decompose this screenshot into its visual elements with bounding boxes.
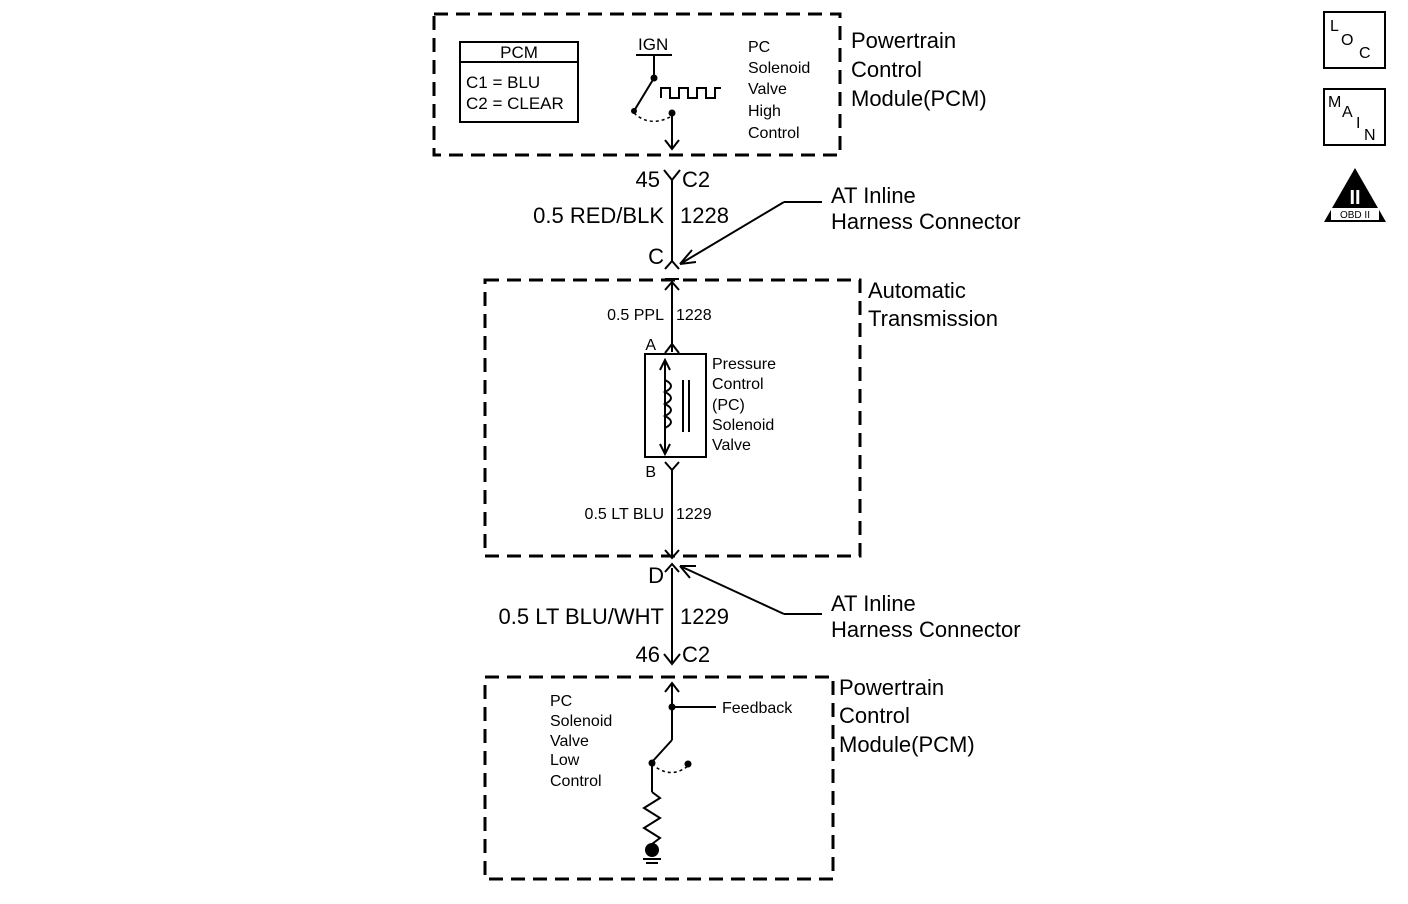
pcm-top-title: Powertrain Control Module(PCM) xyxy=(851,28,987,111)
svg-text:O: O xyxy=(1341,32,1353,49)
loc-button[interactable]: L O C xyxy=(1323,11,1386,69)
pcm-connector-legend: PCM C1 = BLU C2 = CLEAR xyxy=(459,41,579,123)
svg-text:L: L xyxy=(1330,18,1339,35)
svg-text:I: I xyxy=(1356,115,1360,132)
svg-text:Low: Low xyxy=(550,752,580,769)
inline-connector-c: C AT Inline Harness Connector xyxy=(648,183,1021,291)
pcm-bottom-module: Powertrain Control Module(PCM) Feedback … xyxy=(483,675,975,881)
wire-b-circuit: 1229 xyxy=(676,506,712,523)
wire-1-circuit: 1228 xyxy=(680,203,729,228)
svg-text:Control: Control xyxy=(839,703,910,728)
high-side-switch: IGN xyxy=(631,35,721,151)
svg-text:II: II xyxy=(1349,187,1360,209)
low-side-switch xyxy=(642,739,692,864)
svg-text:PC: PC xyxy=(748,39,770,56)
ground-icon xyxy=(645,843,659,857)
svg-text:Pressure: Pressure xyxy=(712,356,776,373)
svg-text:N: N xyxy=(1364,127,1376,144)
svg-text:C: C xyxy=(1359,45,1371,62)
svg-text:High: High xyxy=(748,103,781,120)
svg-text:PC: PC xyxy=(550,693,572,710)
connector-top: 45 C2 xyxy=(636,167,711,192)
svg-text:Control: Control xyxy=(851,57,922,82)
pcm-bottom-boundary xyxy=(483,675,835,881)
transmission-module: Automatic Transmission 0.5 PPL 1228 A Pr… xyxy=(483,278,998,560)
wire-1-color: 0.5 RED/BLK xyxy=(533,203,664,228)
inline-d-pin: D xyxy=(648,563,664,588)
svg-text:A: A xyxy=(1342,104,1353,121)
svg-text:(PC): (PC) xyxy=(712,397,745,414)
pwm-signal-icon xyxy=(660,87,721,99)
pc-solenoid-coil-icon xyxy=(644,353,707,458)
legend-c2: C2 = CLEAR xyxy=(466,94,564,113)
inline-top-label-l2: Harness Connector xyxy=(831,209,1021,234)
svg-text:Powertrain: Powertrain xyxy=(839,675,944,700)
connector-bottom-pin: 46 xyxy=(636,642,660,667)
pcm-top-module: PCM C1 = BLU C2 = CLEAR IGN PC Solenoid … xyxy=(432,12,987,157)
ign-label: IGN xyxy=(638,35,668,54)
legend-header: PCM xyxy=(500,43,538,62)
wire-a-color: 0.5 PPL xyxy=(607,307,664,324)
svg-text:Valve: Valve xyxy=(748,81,787,98)
high-control-label: PC Solenoid Valve High Control xyxy=(748,39,810,142)
main-button[interactable]: M A I N xyxy=(1323,88,1386,146)
solenoid-box xyxy=(644,353,707,458)
legend-c1: C1 = BLU xyxy=(466,73,540,92)
svg-text:Valve: Valve xyxy=(550,733,589,750)
connector-top-id: C2 xyxy=(682,167,710,192)
svg-text:Powertrain: Powertrain xyxy=(851,28,956,53)
inline-connector-d: D AT Inline Harness Connector xyxy=(648,562,1021,642)
wire-a-circuit: 1228 xyxy=(676,307,712,324)
svg-text:Control: Control xyxy=(748,125,800,142)
legend-box xyxy=(459,41,579,123)
inline-bottom-label-l2: Harness Connector xyxy=(831,617,1021,642)
inline-c-pin: C xyxy=(648,244,664,269)
inline-top-label-l1: AT Inline xyxy=(831,183,916,208)
connector-bottom: 46 C2 xyxy=(636,642,711,667)
svg-text:Module(PCM): Module(PCM) xyxy=(851,86,987,111)
pin-b: B xyxy=(645,464,656,481)
wire-2-circuit: 1229 xyxy=(680,604,729,629)
feedback-label: Feedback xyxy=(722,700,793,717)
svg-text:Control: Control xyxy=(712,376,764,393)
svg-text:Valve: Valve xyxy=(712,437,751,454)
svg-text:Solenoid: Solenoid xyxy=(712,417,774,434)
svg-text:Solenoid: Solenoid xyxy=(748,60,810,77)
svg-text:Control: Control xyxy=(550,773,602,790)
svg-text:Module(PCM): Module(PCM) xyxy=(839,732,975,757)
low-control-label: PC Solenoid Valve Low Control xyxy=(550,693,612,790)
solenoid-label: Pressure Control (PC) Solenoid Valve xyxy=(712,356,776,454)
inline-bottom-label-l1: AT Inline xyxy=(831,591,916,616)
wire-b-color: 0.5 LT BLU xyxy=(585,506,664,523)
resistor-icon xyxy=(642,791,662,845)
svg-text:M: M xyxy=(1328,94,1341,111)
connector-bottom-id: C2 xyxy=(682,642,710,667)
connector-top-pin: 45 xyxy=(636,167,660,192)
pin-a: A xyxy=(645,337,656,354)
svg-text:Solenoid: Solenoid xyxy=(550,713,612,730)
wire-2-color: 0.5 LT BLU/WHT xyxy=(499,604,664,629)
svg-text:OBD II: OBD II xyxy=(1340,210,1370,221)
transmission-title-l2: Transmission xyxy=(868,306,998,331)
transmission-title-l1: Automatic xyxy=(868,278,966,303)
pcm-top-boundary xyxy=(432,12,842,157)
obd-ii-button[interactable]: II OBD II xyxy=(1324,168,1386,222)
